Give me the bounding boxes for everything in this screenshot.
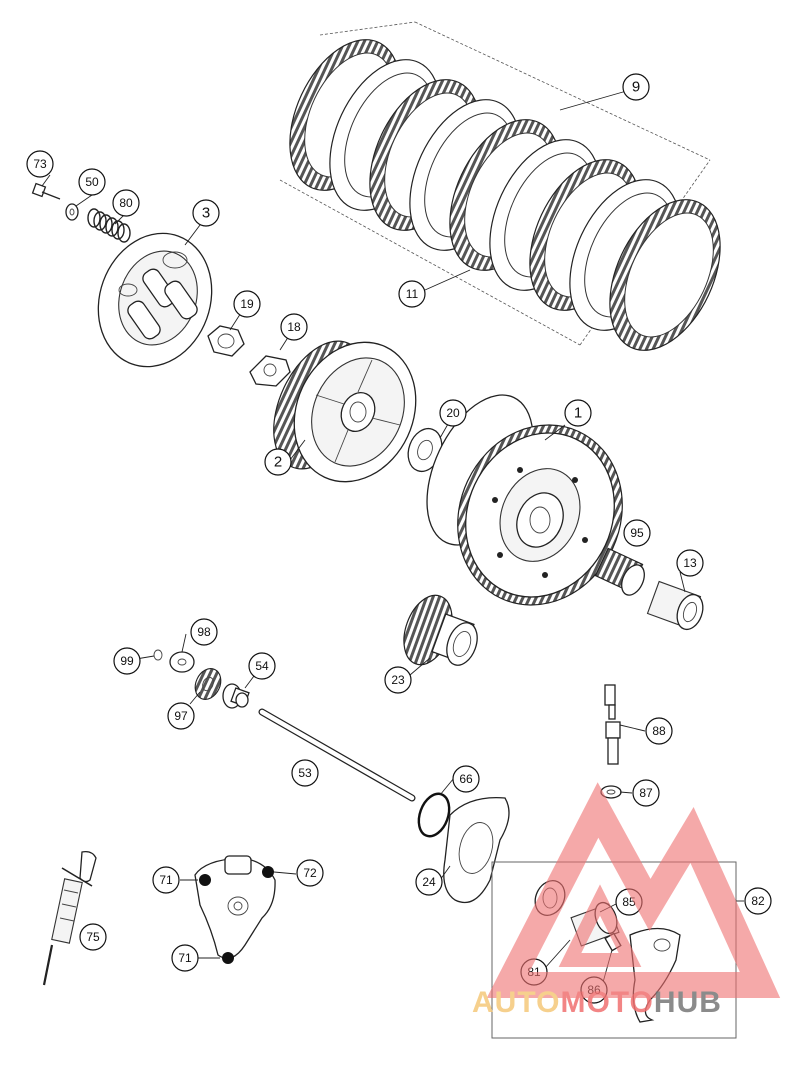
watermark-part3: HUB: [654, 986, 722, 1019]
callout-20: 20: [439, 399, 467, 427]
svg-text:1: 1: [574, 405, 582, 422]
svg-text:99: 99: [120, 654, 134, 668]
o-ring: [417, 792, 451, 838]
callout-66: 66: [452, 765, 480, 793]
svg-text:95: 95: [630, 526, 644, 540]
callout-2: 2: [264, 448, 292, 476]
callout-3: 3: [192, 199, 220, 227]
callout-18: 18: [280, 313, 308, 341]
svg-text:53: 53: [298, 766, 312, 780]
callout-95: 95: [623, 519, 651, 547]
svg-text:87: 87: [639, 786, 653, 800]
svg-text:73: 73: [33, 157, 47, 171]
plate-stack: [279, 21, 721, 351]
needle-bearing: [594, 547, 645, 596]
svg-text:23: 23: [391, 673, 405, 687]
nut-and-lock-washer: [207, 325, 291, 387]
svg-text:88: 88: [652, 724, 666, 738]
watermark-part2: MOTO: [560, 986, 653, 1019]
callout-50: 50: [78, 168, 106, 196]
callout-24: 24: [415, 868, 443, 896]
push-rod: [258, 708, 416, 802]
bleeder-screw: [600, 684, 622, 799]
svg-text:24: 24: [422, 875, 436, 889]
svg-text:AUTOMOTOHUB: AUTOMOTOHUB: [472, 986, 722, 1019]
svg-text:11: 11: [406, 287, 419, 301]
callout-11: 11: [398, 280, 426, 308]
callout-19: 19: [233, 290, 261, 318]
svg-text:97: 97: [174, 709, 188, 723]
svg-text:2: 2: [274, 454, 282, 471]
clutch-basket: [426, 394, 623, 606]
watermark-logo: AUTOMOTOHUB: [472, 782, 781, 1019]
callout-53: 53: [291, 759, 319, 787]
primary-gear: [403, 594, 478, 666]
callout-9: 9: [622, 73, 650, 101]
callout-98: 98: [190, 618, 218, 646]
svg-text:75: 75: [86, 930, 100, 944]
gasket: [443, 796, 510, 904]
callout-99: 99: [113, 647, 141, 675]
callout-1: 1: [564, 399, 592, 427]
callout-82: 82: [744, 887, 772, 915]
callout-71b: 71: [171, 944, 199, 972]
push-rod-bearing-group: [153, 649, 250, 709]
svg-text:50: 50: [85, 175, 99, 189]
svg-text:3: 3: [202, 205, 210, 222]
svg-text:80: 80: [119, 196, 133, 210]
svg-text:20: 20: [446, 406, 460, 420]
watermark-part1: AUTO: [472, 986, 560, 1019]
inner-clutch-hub: [273, 340, 417, 483]
svg-text:72: 72: [303, 866, 317, 880]
callout-13: 13: [676, 549, 704, 577]
plate-inner-ring: [624, 212, 714, 338]
svg-text:82: 82: [751, 894, 765, 908]
callout-75: 75: [79, 923, 107, 951]
svg-text:54: 54: [255, 659, 269, 673]
svg-text:71: 71: [159, 873, 173, 887]
svg-text:98: 98: [197, 625, 211, 639]
pressure-plate: [97, 232, 213, 368]
callout-73: 73: [26, 150, 54, 178]
svg-text:71: 71: [178, 951, 192, 965]
callout-23: 23: [384, 666, 412, 694]
svg-text:66: 66: [459, 772, 473, 786]
callout-80: 80: [112, 189, 140, 217]
spring-screw-group: [31, 182, 131, 243]
svg-text:18: 18: [287, 320, 301, 334]
svg-text:9: 9: [632, 79, 640, 96]
grease-gun: [42, 850, 97, 986]
bushing: [646, 580, 704, 631]
callout-72: 72: [296, 859, 324, 887]
callout-97: 97: [167, 702, 195, 730]
svg-text:13: 13: [683, 556, 697, 570]
callout-71a: 71: [152, 866, 180, 894]
callout-54: 54: [248, 652, 276, 680]
slave-cylinder-cover: [194, 855, 276, 964]
callout-88: 88: [645, 717, 673, 745]
svg-text:19: 19: [240, 297, 254, 311]
callout-87: 87: [632, 779, 660, 807]
